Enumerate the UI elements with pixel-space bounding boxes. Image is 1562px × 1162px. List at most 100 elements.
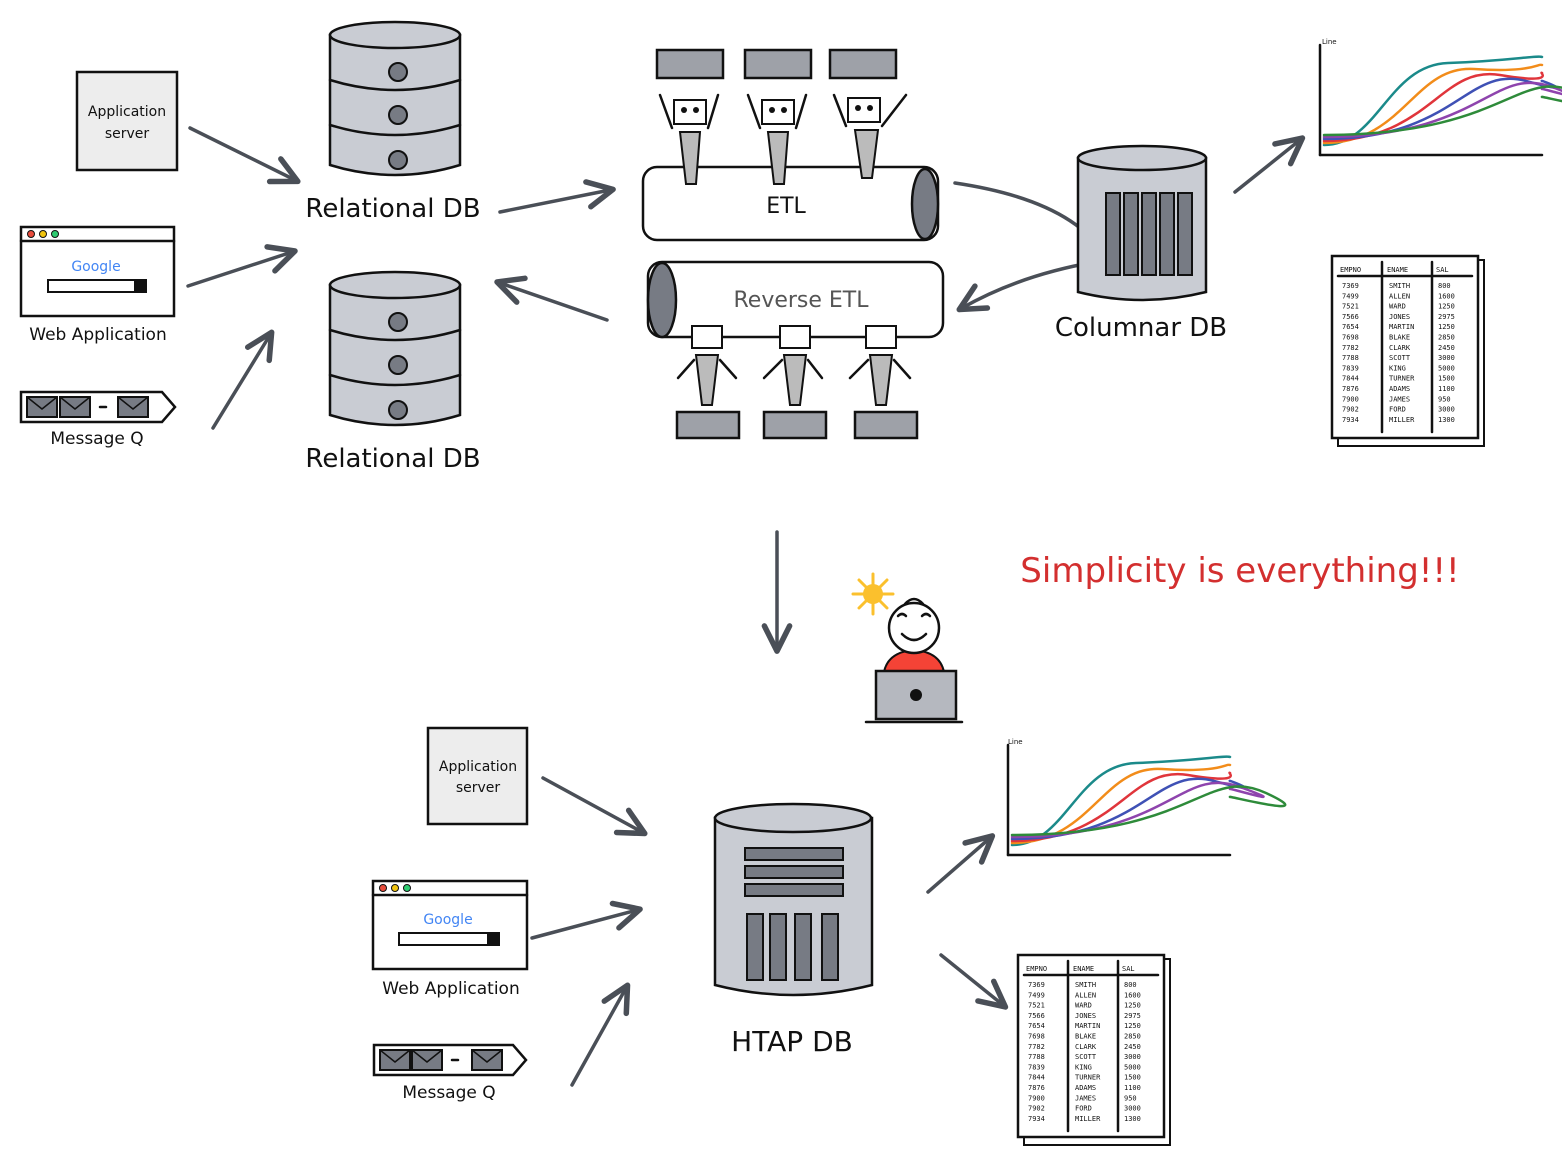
web-application-bottom: Google Web Application bbox=[371, 879, 529, 999]
data-block bbox=[853, 410, 919, 440]
relational-db-bottom: Relational DB bbox=[305, 270, 481, 474]
table-cell: 7876 bbox=[1028, 1084, 1045, 1092]
chart-top-line-label: Line bbox=[1322, 38, 1337, 46]
table-header-cell: SAL bbox=[1122, 965, 1135, 973]
arrow-columnar-to-reverse-etl bbox=[956, 260, 1097, 313]
relational-db-top: Relational DB bbox=[305, 20, 481, 224]
app-server-bottom: Application server bbox=[426, 726, 529, 826]
table-cell: 7499 bbox=[1028, 991, 1045, 999]
envelope-icon bbox=[117, 396, 149, 418]
window-maximize-icon bbox=[403, 884, 411, 892]
web-application-bottom-label: Web Application bbox=[382, 979, 519, 999]
table-cell: CLARK bbox=[1075, 1043, 1097, 1051]
table-cell: 2975 bbox=[1438, 313, 1455, 321]
table-cell: FORD bbox=[1075, 1105, 1092, 1113]
chart-series-line bbox=[1322, 63, 1544, 145]
robot-worker bbox=[676, 325, 738, 406]
chart-series-line bbox=[1010, 781, 1265, 839]
table-cell: 7839 bbox=[1028, 1063, 1045, 1071]
arrow-mq-to-relational bbox=[211, 329, 275, 430]
table-cell: 1100 bbox=[1124, 1084, 1141, 1092]
table-cell: 2850 bbox=[1438, 334, 1455, 342]
table-cell: MARTIN bbox=[1389, 323, 1414, 331]
table-cell: FORD bbox=[1389, 406, 1406, 414]
chart-series-line bbox=[1010, 785, 1287, 837]
db-disk-icon bbox=[388, 355, 408, 375]
search-icon bbox=[134, 280, 146, 292]
data-block bbox=[655, 48, 725, 80]
db-disk-icon bbox=[388, 62, 408, 82]
table-cell: ADAMS bbox=[1075, 1084, 1096, 1092]
htap-db: HTAP DB bbox=[713, 802, 874, 1058]
db-disk-icon bbox=[388, 312, 408, 332]
table-cell: 1500 bbox=[1124, 1074, 1141, 1082]
google-logo-bottom: Google bbox=[423, 912, 472, 928]
chart-series-line bbox=[1322, 77, 1558, 141]
google-logo-top: Google bbox=[71, 259, 120, 275]
table-cell: 800 bbox=[1124, 981, 1137, 989]
window-maximize-icon bbox=[51, 230, 59, 238]
table-cell: 7698 bbox=[1342, 334, 1359, 342]
table-cell: ALLEN bbox=[1389, 292, 1410, 300]
reverse-etl-label: Reverse ETL bbox=[733, 288, 869, 313]
robot-worker bbox=[832, 93, 908, 179]
table-cell: WARD bbox=[1389, 303, 1406, 311]
table-cell: 1300 bbox=[1124, 1115, 1141, 1123]
table-cell: KING bbox=[1389, 364, 1406, 372]
table-cell: 3000 bbox=[1438, 354, 1455, 362]
table-cell: 5000 bbox=[1124, 1063, 1141, 1071]
app-server-top-label-2: server bbox=[105, 126, 150, 142]
table-cell: 3000 bbox=[1438, 406, 1455, 414]
table-cell: 1250 bbox=[1124, 1002, 1141, 1010]
table-cell: 2450 bbox=[1438, 344, 1455, 352]
envelope-icon bbox=[59, 396, 91, 418]
line-chart-top: Line bbox=[1318, 38, 1562, 157]
app-server-bottom-label-1: Application bbox=[439, 759, 517, 775]
table-cell: 7698 bbox=[1028, 1033, 1045, 1041]
envelope-icon bbox=[471, 1049, 503, 1071]
table-header-cell: EMPNO bbox=[1340, 266, 1361, 274]
table-cell: 7900 bbox=[1028, 1094, 1045, 1102]
person-at-laptop bbox=[851, 572, 964, 724]
table-cell: SMITH bbox=[1389, 282, 1410, 290]
table-cell: 2850 bbox=[1124, 1033, 1141, 1041]
table-cell: SMITH bbox=[1075, 981, 1096, 989]
table-cell: JAMES bbox=[1075, 1094, 1096, 1102]
message-q-top: Message Q bbox=[19, 390, 177, 449]
robot-worker bbox=[762, 325, 824, 406]
table-cell: 7934 bbox=[1342, 416, 1359, 424]
table-cell: 7788 bbox=[1342, 354, 1359, 362]
table-cell: 1600 bbox=[1124, 991, 1141, 999]
app-server-bottom-label-2: server bbox=[456, 780, 501, 796]
table-cell: TURNER bbox=[1389, 375, 1415, 383]
table-cell: CLARK bbox=[1389, 344, 1411, 352]
tagline: Simplicity is everything!!! bbox=[1020, 551, 1459, 591]
table-cell: 5000 bbox=[1438, 364, 1455, 372]
relational-db-top-label: Relational DB bbox=[305, 194, 480, 224]
table-cell: 7654 bbox=[1028, 1022, 1045, 1030]
table-cell: MARTIN bbox=[1075, 1022, 1100, 1030]
arrow-app-to-relational bbox=[188, 126, 301, 185]
table-cell: 7521 bbox=[1342, 303, 1359, 311]
table-cell: 1600 bbox=[1438, 292, 1455, 300]
table-cell: KING bbox=[1075, 1063, 1092, 1071]
table-cell: 2975 bbox=[1124, 1012, 1141, 1020]
arrow-htap-to-table bbox=[939, 953, 1009, 1010]
htap-db-label: HTAP DB bbox=[731, 1025, 853, 1058]
table-cell: 800 bbox=[1438, 282, 1451, 290]
table-cell: ADAMS bbox=[1389, 385, 1410, 393]
table-cell: 7369 bbox=[1342, 282, 1359, 290]
reverse-etl-pipeline: Reverse ETL bbox=[646, 260, 945, 440]
window-close-icon bbox=[27, 230, 35, 238]
db-disk-icon bbox=[388, 150, 408, 170]
table-cell: MILLER bbox=[1389, 416, 1415, 424]
envelope-icon bbox=[26, 396, 58, 418]
robot-worker bbox=[848, 325, 912, 406]
table-cell: 7566 bbox=[1342, 313, 1359, 321]
message-q-bottom-label: Message Q bbox=[402, 1083, 495, 1103]
table-cell: JAMES bbox=[1389, 395, 1410, 403]
chart-series-line bbox=[1322, 85, 1562, 137]
